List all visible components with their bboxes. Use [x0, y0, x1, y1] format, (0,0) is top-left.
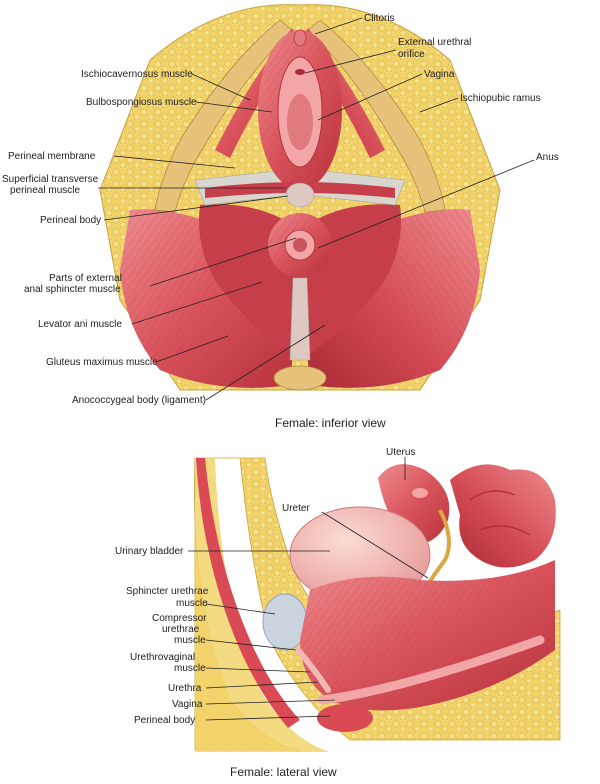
urethra-shape — [295, 647, 331, 693]
caption-inferior-view: Female: inferior view — [275, 416, 386, 430]
ischiopubic-ramus-right — [307, 19, 446, 213]
lateral-view-illustration — [194, 457, 561, 752]
ischiopubic-ramus-left — [154, 19, 293, 213]
vagina-shape — [317, 635, 545, 705]
label-urinary-bladder: Urinary bladder — [115, 546, 184, 557]
perineal-body-lateral-shape — [317, 704, 373, 732]
label-anus: Anus — [536, 152, 559, 163]
inferior-view-labels: Clitoris External urethral orifice Vagin… — [2, 13, 559, 430]
label-clitoris: Clitoris — [364, 13, 395, 24]
label-vagina: Vagina — [424, 69, 455, 80]
label-ischiocavernosus-muscle: Ischiocavernosus muscle — [81, 69, 193, 80]
label-ureter: Ureter — [282, 503, 310, 514]
label-anococcygeal-body: Anococcygeal body (ligament) — [72, 395, 206, 406]
label-compressor-urethrae-line2: urethrae — [162, 624, 200, 635]
label-urethra: Urethra — [168, 683, 202, 694]
coccyx-shape — [273, 365, 327, 391]
label-external-anal-sphincter-line2: anal sphincter muscle — [24, 284, 121, 295]
label-levator-ani-muscle: Levator ani muscle — [38, 319, 122, 330]
label-gluteus-maximus-muscle: Gluteus maximus muscle — [46, 357, 158, 368]
label-perineal-membrane: Perineal membrane — [8, 151, 96, 162]
urethral-orifice — [295, 69, 305, 75]
label-superficial-transverse-line1: Superficial transverse — [2, 174, 99, 185]
label-ischiopubic-ramus: Ischiopubic ramus — [460, 93, 541, 104]
label-superficial-transverse-line2: perineal muscle — [10, 185, 80, 196]
perineal-body-shape — [285, 182, 315, 208]
anococcygeal-body-shape — [289, 277, 311, 361]
label-urethrovaginal-line1: Urethrovaginal — [130, 652, 195, 663]
label-compressor-urethrae-line3: muscle — [174, 635, 206, 646]
label-external-urethral-orifice-line2: orifice — [398, 49, 425, 60]
label-external-anal-sphincter-line1: Parts of external — [49, 273, 122, 284]
intestine-loops — [450, 464, 556, 568]
caption-lateral-view: Female: lateral view — [230, 765, 337, 779]
clitoris-shape — [293, 29, 307, 47]
label-external-urethral-orifice-line1: External urethral — [398, 37, 471, 48]
inferior-view-illustration — [99, 4, 501, 391]
lateral-view-labels: Uterus Ureter Urinary bladder Sphincter … — [115, 447, 429, 779]
label-perineal-body: Perineal body — [40, 215, 101, 226]
pubic-wall — [196, 458, 300, 728]
label-sphincter-urethrae-line2: muscle — [176, 598, 208, 609]
label-perineal-body-lateral: Perineal body — [134, 715, 195, 726]
label-urethrovaginal-line2: muscle — [174, 663, 206, 674]
label-uterus: Uterus — [386, 447, 415, 458]
label-vagina-lateral: Vagina — [172, 699, 203, 710]
label-compressor-urethrae-line1: Compressor — [152, 613, 207, 624]
label-bulbospongiosus-muscle: Bulbospongiosus muscle — [86, 97, 197, 108]
label-sphincter-urethrae-line1: Sphincter urethrae — [126, 586, 209, 597]
